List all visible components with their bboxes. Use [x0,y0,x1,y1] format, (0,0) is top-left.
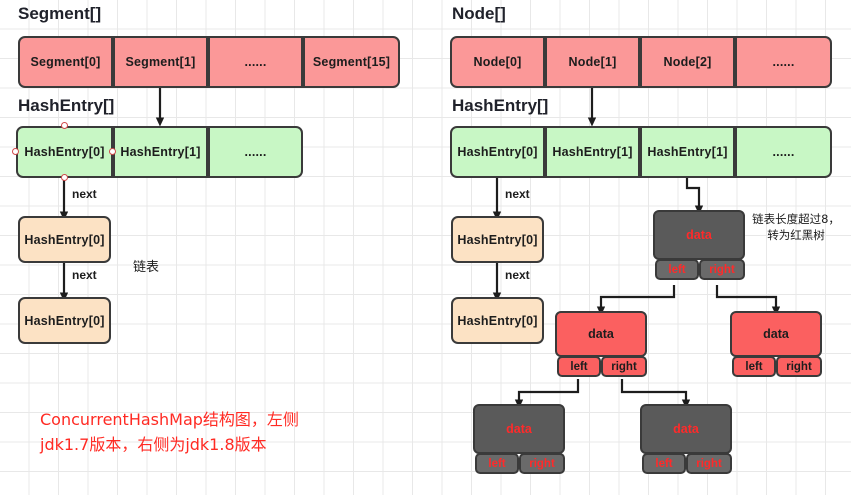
segment-cell-1[interactable]: Segment[1] [113,36,208,88]
resize-handle-bottom[interactable] [61,174,68,181]
right-hashentry-cell-1[interactable]: HashEntry[1] [545,126,640,178]
tree-root-data: data [653,210,745,260]
resize-handle-right[interactable] [109,148,116,155]
right-chain-node-2[interactable]: HashEntry[0] [451,297,544,344]
right-hashentry-cell-0[interactable]: HashEntry[0] [450,126,545,178]
left-chain-note: 链表 [133,260,160,275]
node-cell-0[interactable]: Node[0] [450,36,545,88]
tree-l2-right-right[interactable]: right [776,356,822,377]
tree-root-left[interactable]: left [655,259,699,280]
node-cell-2[interactable]: Node[2] [640,36,735,88]
segment-cell-15[interactable]: Segment[15] [303,36,400,88]
left-next-label-2: next [72,268,97,282]
tree-l2-left-left[interactable]: left [557,356,601,377]
tree-l2-right-data: data [730,311,822,357]
right-next-label-2: next [505,268,530,282]
left-chain-node-1[interactable]: HashEntry[0] [18,216,111,263]
right-chain-node-1[interactable]: HashEntry[0] [451,216,544,263]
diagram-caption: ConcurrentHashMap结构图，左侧 jdk1.7版本，右侧为jdk1… [40,410,299,454]
right-hashentry-title: HashEntry[] [452,96,549,115]
tree-conversion-note: 链表长度超过8， 转为红黑树 [752,212,840,242]
node-cell-ellipsis[interactable]: ...... [735,36,832,88]
tree-l3-left-data: data [473,404,565,454]
tree-l2-right-left[interactable]: left [732,356,776,377]
tree-l3-right-right[interactable]: right [686,453,732,474]
left-segment-title: Segment[] [18,4,102,23]
left-hashentry-cell-ellipsis[interactable]: ...... [208,126,303,178]
resize-handle-top[interactable] [61,122,68,129]
tree-l2-left-right[interactable]: right [601,356,647,377]
tree-l3-left-left[interactable]: left [475,453,519,474]
segment-cell-0[interactable]: Segment[0] [18,36,113,88]
tree-root-right[interactable]: right [699,259,745,280]
left-hashentry-cell-0[interactable]: HashEntry[0] [16,126,113,178]
tree-l2-left-data: data [555,311,647,357]
tree-l3-right-data: data [640,404,732,454]
tree-l3-left-right[interactable]: right [519,453,565,474]
left-hashentry-cell-1[interactable]: HashEntry[1] [113,126,208,178]
segment-cell-ellipsis[interactable]: ...... [208,36,303,88]
left-hashentry-title: HashEntry[] [18,96,115,115]
right-hashentry-cell-ellipsis[interactable]: ...... [735,126,832,178]
left-next-label-1: next [72,187,97,201]
tree-l3-right-left[interactable]: left [642,453,686,474]
resize-handle-left[interactable] [12,148,19,155]
right-next-label-1: next [505,187,530,201]
right-node-title: Node[] [452,4,506,23]
node-cell-1[interactable]: Node[1] [545,36,640,88]
left-chain-node-2[interactable]: HashEntry[0] [18,297,111,344]
right-hashentry-cell-2[interactable]: HashEntry[1] [640,126,735,178]
